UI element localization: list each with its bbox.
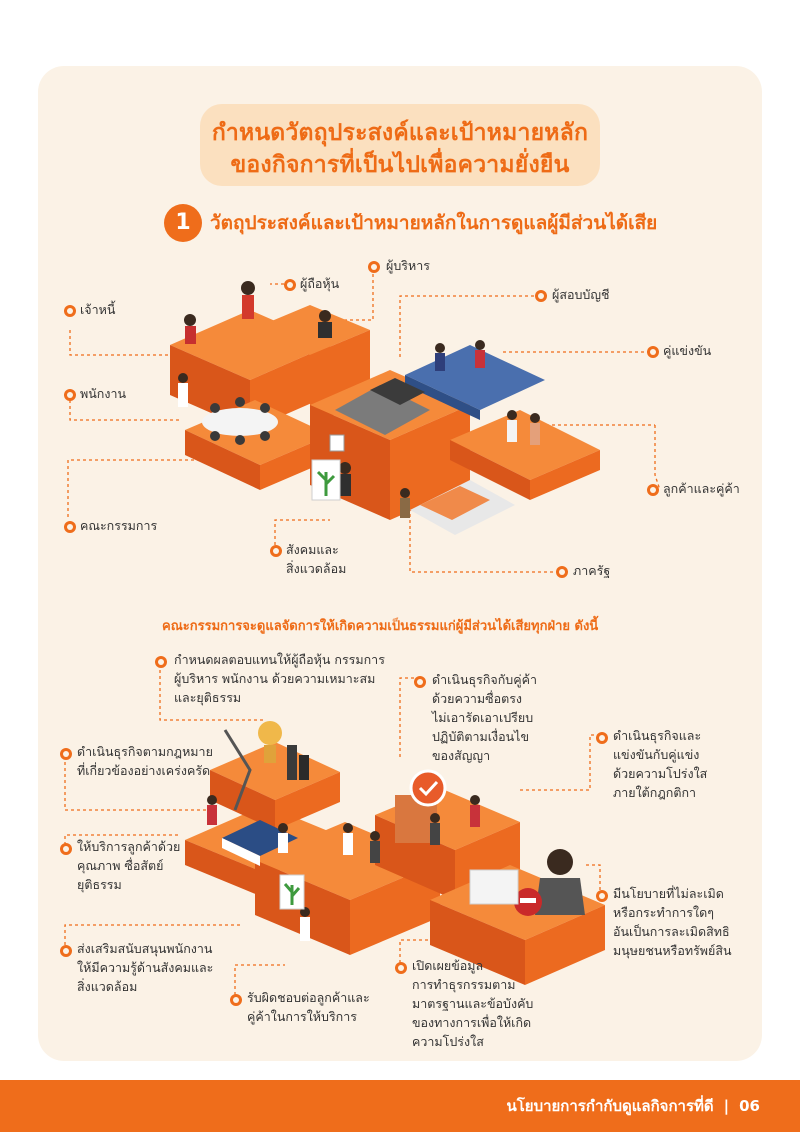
- principle-line: แข่งขันกับคู่แข่ง: [613, 747, 700, 762]
- bullet-icon: [60, 748, 72, 760]
- principle-line: ดำเนินธุรกิจและ: [613, 728, 702, 743]
- bullet-icon: [64, 389, 76, 401]
- principle-line: ภายใต้กฎกติกา: [613, 785, 697, 800]
- principle-line: ความโปร่งใส: [412, 1034, 484, 1049]
- bullet-icon: [395, 962, 407, 974]
- bullet-icon: [535, 290, 547, 302]
- principle-disclosure: เปิดเผยข้อมูล การทำธุรกรรมตาม มาตรฐานและ…: [412, 956, 533, 1051]
- bullet-icon: [230, 994, 242, 1006]
- label-employees: พนักงาน: [80, 386, 127, 401]
- label-competitors: คู่แข่งขัน: [663, 343, 712, 358]
- bullet-icon: [647, 346, 659, 358]
- principle-line: ปฏิบัติตามเงื่อนไข: [432, 729, 530, 744]
- bullet-icon: [155, 656, 167, 668]
- bullet-icon: [596, 732, 608, 744]
- principle-remuneration: กำหนดผลตอบแทนให้ผู้ถือหุ้น กรรมการ ผู้บร…: [174, 650, 385, 707]
- principle-line: มนุษยชนหรือทรัพย์สิน: [613, 943, 732, 958]
- principle-line: ดำเนินธุรกิจตามกฎหมาย: [77, 744, 213, 759]
- principle-line: ส่งเสริมสนับสนุนพนักงาน: [77, 941, 213, 956]
- principle-line: คู่ค้าในการให้บริการ: [247, 1009, 357, 1024]
- bullet-icon: [60, 843, 72, 855]
- principle-human-rights: มีนโยบายที่ไม่ละเมิด หรือกระทำการใดๆ อัน…: [613, 884, 732, 960]
- bullet-icon: [270, 545, 282, 557]
- bullet-icon: [647, 484, 659, 496]
- fairness-subheading: คณะกรรมการจะดูแลจัดการให้เกิดความเป็นธรร…: [162, 619, 599, 634]
- footer: นโยบายการกำกับดูแลกิจการที่ดี | 06: [506, 1094, 760, 1118]
- principle-line: ด้วยความโปร่งใส: [613, 766, 708, 781]
- label-society-environment: สังคมและ สิ่งแวดล้อม: [286, 540, 346, 578]
- principle-line: มีนโยบายที่ไม่ละเมิด: [613, 886, 724, 901]
- principle-line: อันเป็นการละเมิดสิทธิ: [613, 924, 730, 939]
- principle-line: ให้มีความรู้ด้านสังคมและ: [77, 960, 214, 975]
- footer-separator: |: [723, 1097, 730, 1115]
- footer-bar: [0, 1080, 800, 1132]
- principle-partners: ดำเนินธุรกิจกับคู่ค้า ด้วยความซื่อตรง ไม…: [432, 670, 537, 765]
- bullet-icon: [596, 890, 608, 902]
- principle-line: รับผิดชอบต่อลูกค้าและ: [247, 990, 370, 1005]
- principle-line: ผู้บริหาร พนักงาน ด้วยความเหมาะสม: [174, 671, 376, 686]
- principle-line: และยุติธรรม: [174, 690, 242, 705]
- stakeholder-illustration: [170, 281, 600, 535]
- principle-law: ดำเนินธุรกิจตามกฎหมาย ที่เกี่ยวข้องอย่าง…: [77, 742, 213, 780]
- title-banner: [200, 104, 600, 186]
- principle-competitors: ดำเนินธุรกิจและ แข่งขันกับคู่แข่ง ด้วยคว…: [613, 726, 707, 802]
- page-title-line-2: ของกิจการที่เป็นไปเพื่อความยั่งยืน: [230, 152, 570, 178]
- principle-line: ดำเนินธุรกิจกับคู่ค้า: [432, 672, 537, 687]
- label-auditors: ผู้สอบบัญชี: [552, 287, 610, 302]
- principle-customer-service: ให้บริการลูกค้าด้วย คุณภาพ ซื่อสัตย์ ยุต…: [77, 837, 180, 894]
- label-society-line-1: สังคมและ: [286, 542, 339, 557]
- connector-lines: [64, 268, 661, 995]
- bullet-icon: [368, 261, 380, 273]
- bullet-icon: [64, 521, 76, 533]
- principle-line: หรือกระทำการใดๆ: [613, 905, 714, 920]
- principle-line: สิ่งแวดล้อม: [77, 979, 138, 994]
- principle-line: ด้วยความซื่อตรง: [432, 691, 523, 706]
- label-shareholders: ผู้ถือหุ้น: [300, 276, 340, 291]
- label-society-line-2: สิ่งแวดล้อม: [286, 561, 347, 576]
- principle-line: ที่เกี่ยวข้องอย่างเคร่งครัด: [77, 763, 211, 778]
- label-executives: ผู้บริหาร: [386, 258, 430, 273]
- label-customers-partners: ลูกค้าและคู่ค้า: [663, 481, 740, 496]
- principle-employee-support: ส่งเสริมสนับสนุนพนักงาน ให้มีความรู้ด้าน…: [77, 939, 213, 996]
- label-board: คณะกรรมการ: [80, 518, 158, 533]
- bullet-icon: [64, 305, 76, 317]
- label-creditors: เจ้าหนี้: [80, 302, 116, 317]
- fairness-illustration: [185, 721, 605, 985]
- bullet-icon: [284, 279, 296, 291]
- principle-line: มาตรฐานและข้อบังคับ: [412, 996, 534, 1011]
- principle-line: ของทางการเพื่อให้เกิด: [412, 1015, 532, 1030]
- bullet-icon: [60, 945, 72, 957]
- principle-line: คุณภาพ ซื่อสัตย์: [77, 858, 164, 873]
- principle-line: ไม่เอารัดเอาเปรียบ: [432, 710, 534, 725]
- principle-line: กำหนดผลตอบแทนให้ผู้ถือหุ้น กรรมการ: [174, 652, 385, 667]
- principle-line: ยุติธรรม: [77, 877, 122, 892]
- section-number-badge: 1: [164, 204, 202, 242]
- label-government: ภาครัฐ: [573, 563, 611, 578]
- footer-title: นโยบายการกำกับดูแลกิจการที่ดี: [506, 1097, 714, 1115]
- bullet-icon: [556, 566, 568, 578]
- section-title: วัตถุประสงค์และเป้าหมายหลักในการดูแลผู้ม…: [210, 212, 658, 234]
- principle-responsibility: รับผิดชอบต่อลูกค้าและ คู่ค้าในการให้บริก…: [247, 988, 370, 1026]
- principle-line: การทำธุรกรรมตาม: [412, 977, 516, 992]
- page-number: 06: [739, 1097, 760, 1115]
- principle-line: เปิดเผยข้อมูล: [412, 958, 484, 973]
- page-title-line-1: กำหนดวัตถุประสงค์และเป้าหมายหลัก: [211, 120, 589, 146]
- principle-line: ให้บริการลูกค้าด้วย: [77, 839, 181, 854]
- principle-line: ของสัญญา: [432, 748, 491, 763]
- bullet-icon: [414, 676, 426, 688]
